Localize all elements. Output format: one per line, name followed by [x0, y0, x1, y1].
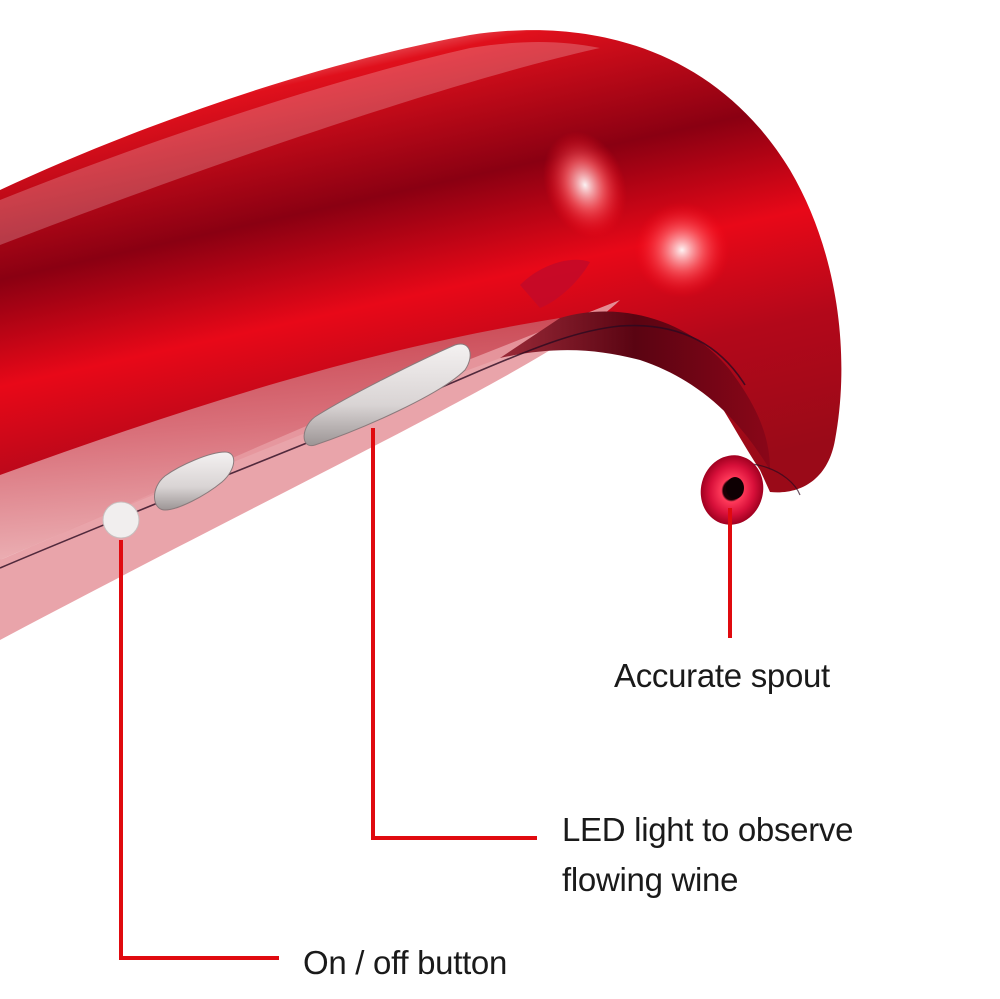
led-label-line1: LED light to observe — [562, 811, 854, 848]
small-button — [154, 451, 235, 511]
led-callout-line-horizontal — [371, 836, 537, 840]
power-button-dot — [102, 501, 140, 539]
power-label: On / off button — [303, 944, 508, 981]
power-callout-line-horizontal — [119, 956, 279, 960]
led-label-line2: flowing wine — [562, 861, 739, 898]
led-callout-line-vertical — [371, 428, 375, 840]
head-inner-shadow — [500, 311, 770, 470]
spout-label: Accurate spout — [614, 657, 830, 694]
spout-callout-line — [728, 508, 732, 638]
led-window — [303, 343, 471, 447]
power-callout-line-vertical — [119, 540, 123, 960]
